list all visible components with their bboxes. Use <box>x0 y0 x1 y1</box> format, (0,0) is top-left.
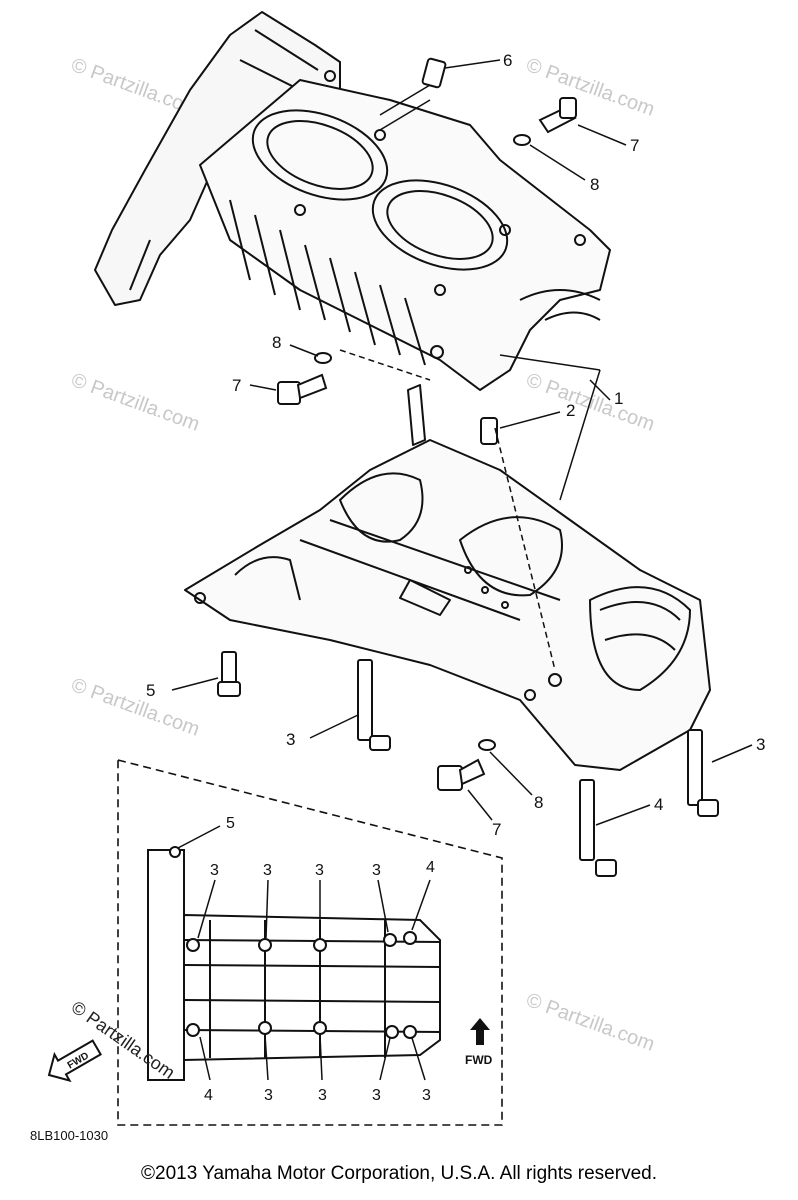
callout-7: 7 <box>232 376 241 395</box>
inset-callout-3: 3 <box>210 862 219 879</box>
inset-callout-3: 3 <box>264 1087 273 1104</box>
watermark: © Partzilla.com <box>68 369 202 436</box>
inset-callout-5: 5 <box>226 815 235 832</box>
inset-callout-3: 3 <box>315 862 324 879</box>
inset-callout-3: 3 <box>422 1087 431 1104</box>
callout-7: 7 <box>630 136 639 155</box>
inset-fwd-label: FWD <box>465 1053 493 1067</box>
inset-callout-4: 4 <box>426 859 435 876</box>
leader-lines <box>171 59 753 826</box>
upper-crankcase <box>94 11 611 391</box>
watermark: © Partzilla.com <box>523 989 657 1056</box>
bottom-view-inset: 5 3 3 3 3 4 4 3 3 3 3 FWD <box>117 758 503 1126</box>
inset-callout-3: 3 <box>263 862 272 879</box>
forward-up-arrow-icon <box>470 1018 490 1045</box>
callout-8: 8 <box>272 333 281 352</box>
inset-callout-3: 3 <box>372 862 381 879</box>
callout-8: 8 <box>590 175 599 194</box>
callout-2: 2 <box>566 401 575 420</box>
callout-7: 7 <box>492 820 501 839</box>
copyright-notice: ©2013 Yamaha Motor Corporation, U.S.A. A… <box>141 1163 657 1184</box>
callout-5: 5 <box>146 681 155 700</box>
watermark: © Partzilla.com <box>523 54 657 121</box>
callout-3: 3 <box>756 735 765 754</box>
callout-labels: 6 7 8 8 7 2 1 5 3 3 8 7 4 <box>146 51 765 839</box>
callout-4: 4 <box>654 795 663 814</box>
callout-8: 8 <box>534 793 543 812</box>
callout-3: 3 <box>286 730 295 749</box>
forward-arrow-icon <box>47 1039 103 1083</box>
lower-crankcase <box>184 384 711 771</box>
fasteners <box>217 57 719 877</box>
inset-callout-3: 3 <box>318 1087 327 1104</box>
watermark: © Partzilla.com <box>68 674 202 741</box>
drawing-code: 8LB100-1030 <box>30 1128 108 1143</box>
callout-6: 6 <box>503 51 512 70</box>
inset-callout-4: 4 <box>204 1087 213 1104</box>
callout-1: 1 <box>614 389 623 408</box>
forward-arrow: FWD <box>47 1039 103 1083</box>
inset-callout-3: 3 <box>372 1087 381 1104</box>
